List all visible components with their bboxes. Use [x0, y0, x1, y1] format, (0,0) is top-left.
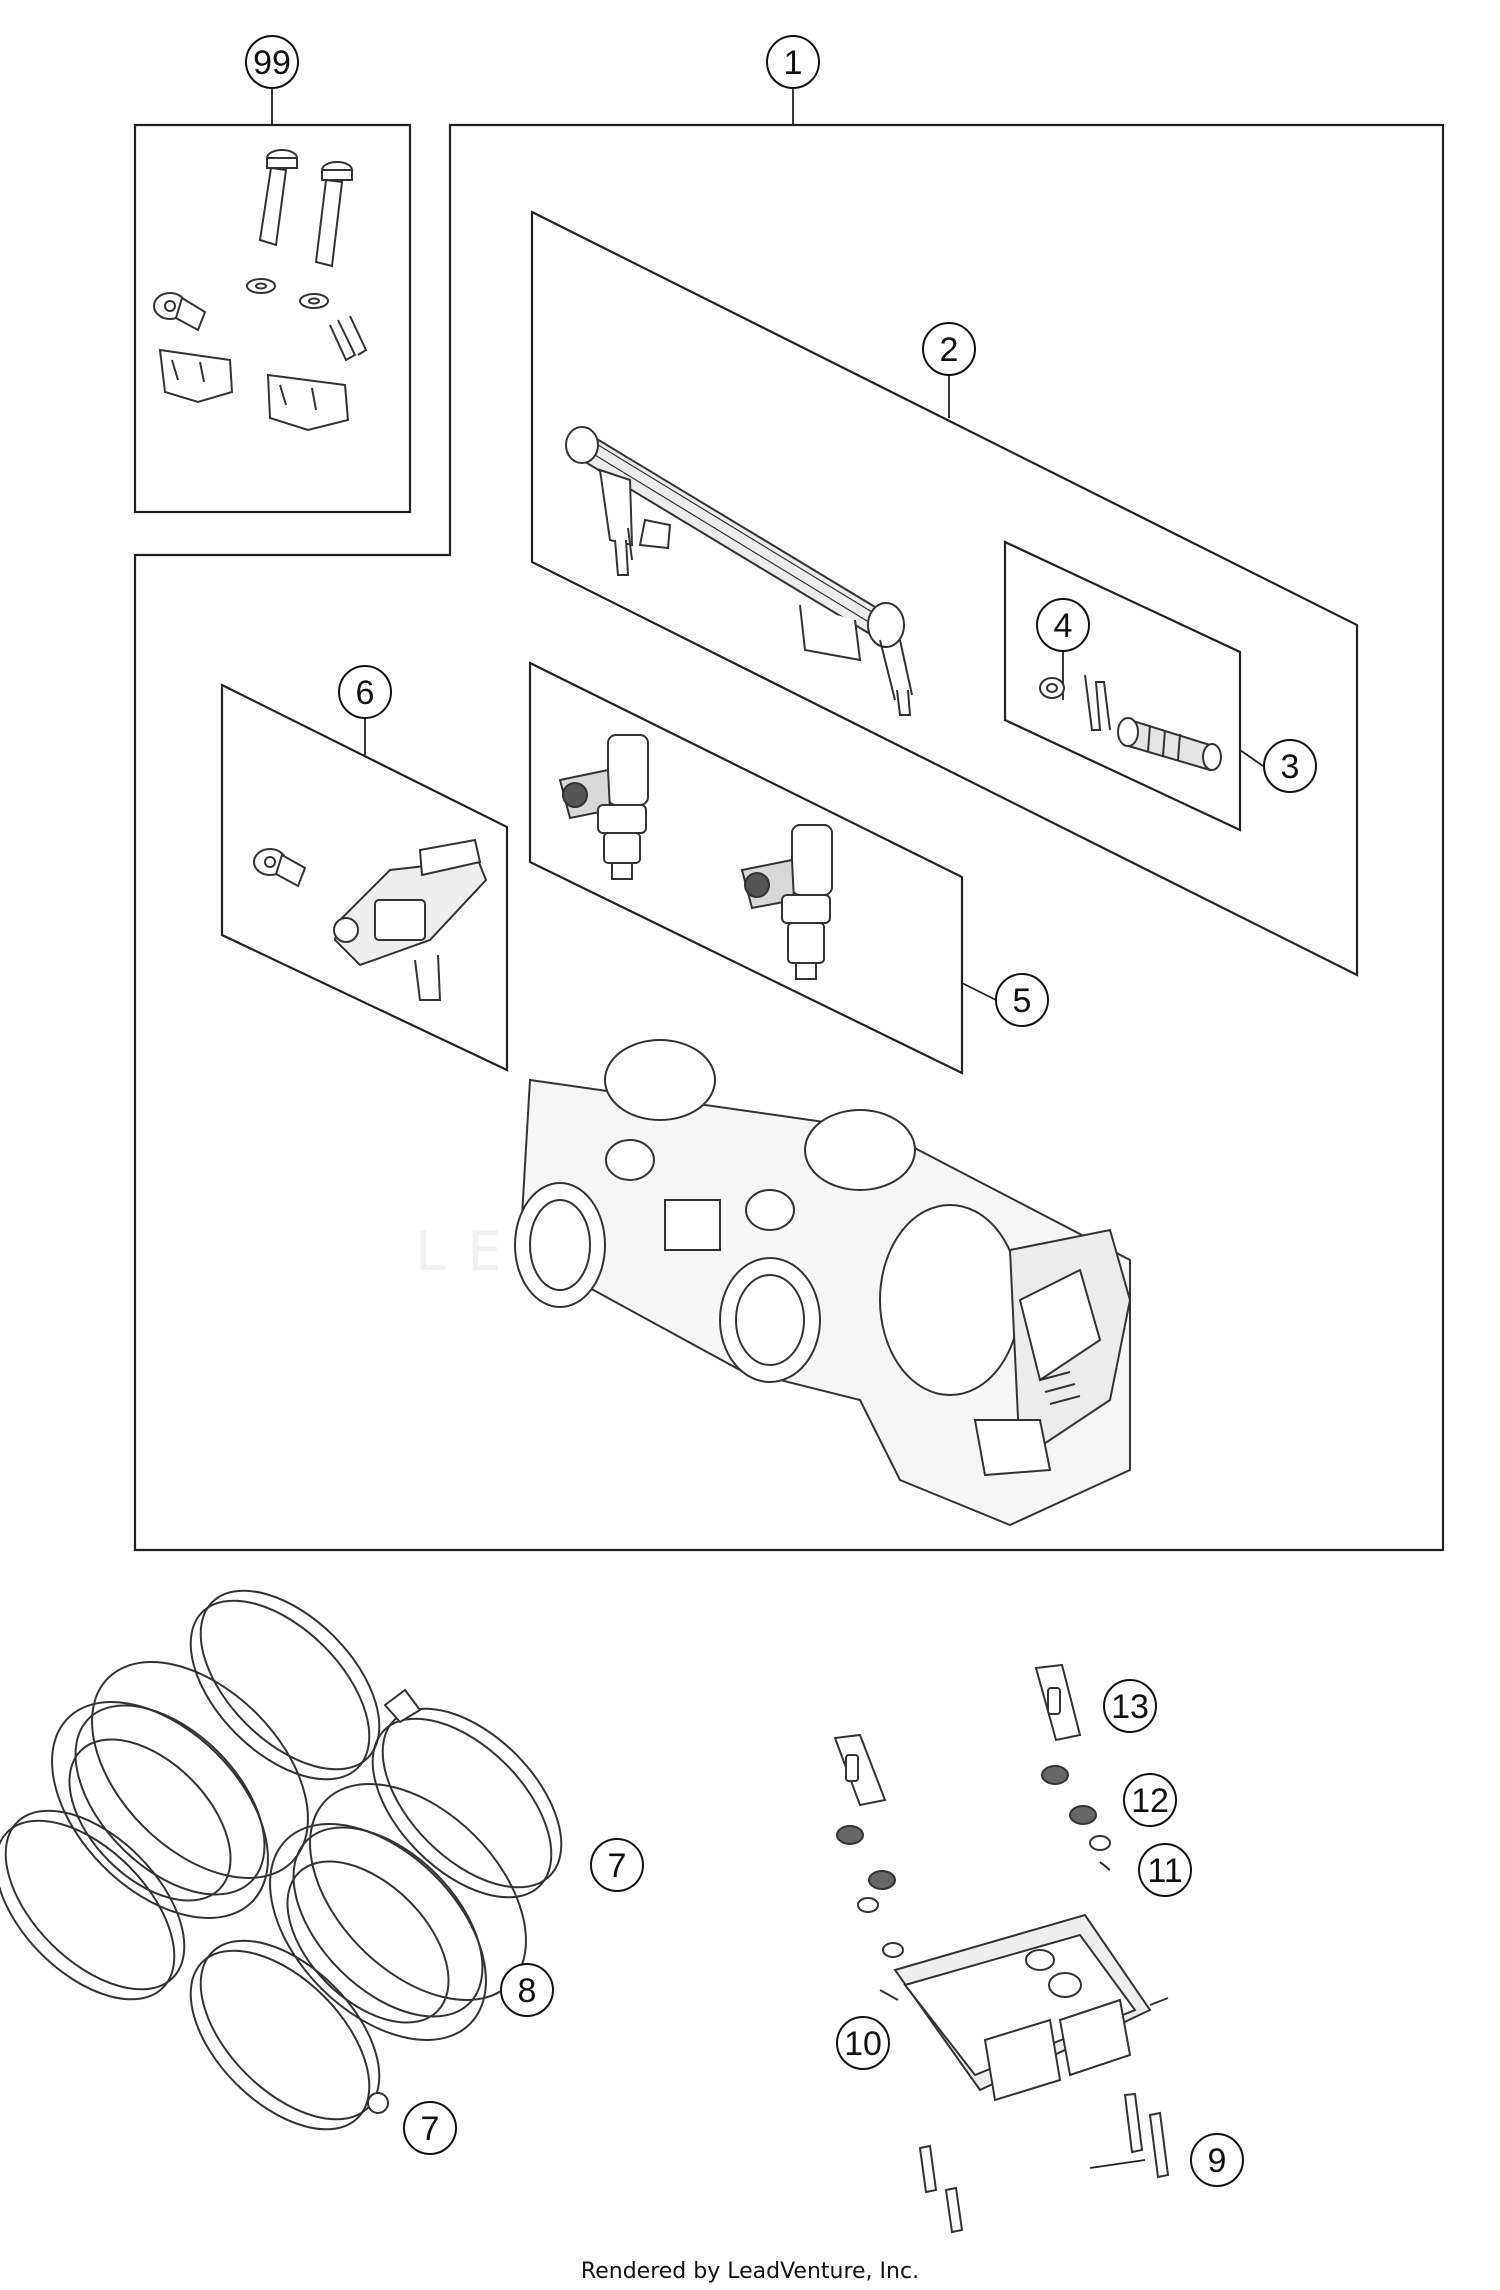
callout-5-label: 5: [1013, 982, 1032, 1020]
clamp-icon: [371, 1688, 563, 1899]
callout-99-label: 99: [253, 44, 291, 82]
nut-icon: [299, 293, 329, 309]
injectors-5-frame: [528, 661, 964, 1075]
callout-8[interactable]: 8: [500, 1963, 554, 2017]
fuel-rail-2-frame: [530, 210, 1359, 977]
callout-10[interactable]: 10: [836, 2016, 890, 2070]
injectors-drawing: [558, 734, 833, 980]
callout-2-label: 2: [940, 331, 959, 369]
callout-6[interactable]: 6: [338, 665, 392, 719]
callout-4[interactable]: 4: [1036, 598, 1090, 652]
clamp-icon: [189, 1939, 389, 2131]
screw-icon: [253, 848, 307, 888]
grommet-icon: [836, 1765, 1097, 1890]
bracket-icon: [158, 348, 234, 404]
callout-13[interactable]: 13: [1103, 1679, 1157, 1733]
callout-9[interactable]: 9: [1190, 2133, 1244, 2187]
callout-2[interactable]: 2: [922, 322, 976, 376]
bracket-icon: [266, 373, 350, 432]
ecu-drawing: [833, 1663, 1170, 2234]
rubber-strap-icon: [1034, 1663, 1082, 1742]
callout-6-label: 6: [356, 674, 375, 712]
callout-8-label: 8: [518, 1972, 537, 2010]
pressure-sensor-icon: [333, 838, 488, 1001]
fuel-rail-drawing: [565, 426, 913, 716]
callout-3[interactable]: 3: [1263, 739, 1317, 793]
hose-fitting-icon: [1117, 717, 1222, 772]
retaining-clip-icon: [1084, 674, 1111, 731]
callout-7-upper[interactable]: 7: [590, 1838, 644, 1892]
assembly-1-frame: [133, 123, 1445, 1552]
footer-credit: Rendered by LeadVenture, Inc.: [580, 2259, 920, 2284]
callout-13-label: 13: [1111, 1688, 1149, 1726]
washer-icon: [1039, 677, 1065, 699]
ecu-unit-icon: [879, 1913, 1169, 2102]
kit-99-parts: [153, 149, 368, 432]
clamp-icon: [0, 1809, 186, 2001]
callout-12[interactable]: 12: [1123, 1773, 1177, 1827]
callout-5[interactable]: 5: [995, 973, 1049, 1027]
callout-11[interactable]: 11: [1138, 1843, 1192, 1897]
nut-icon: [246, 278, 276, 294]
fitting-drawing: [1039, 674, 1222, 772]
callout-11-label: 11: [1147, 1852, 1182, 1890]
clip-icon: [329, 315, 368, 362]
frame-group: [133, 123, 1445, 1552]
hose-fitting-3-frame: [1003, 540, 1242, 832]
bushing-icon: [857, 1835, 1111, 1958]
callout-10-label: 10: [844, 2025, 882, 2063]
injector-icon: [558, 734, 649, 880]
screw-icon: [153, 292, 207, 332]
clamps-and-boots-drawing: [0, 1589, 563, 2131]
kit-99-frame: [133, 123, 412, 514]
intake-boot-icon: [51, 1661, 309, 1919]
callout-99[interactable]: 99: [245, 35, 299, 89]
callout-7-lower[interactable]: 7: [403, 2101, 457, 2155]
callout-4-label: 4: [1054, 607, 1073, 645]
throttle-body-drawing: [514, 1039, 1132, 1527]
callout-3-label: 3: [1281, 748, 1300, 786]
sensor-drawing: [253, 838, 488, 1001]
bolt-icon: [258, 149, 298, 247]
bolt-icon: [314, 161, 353, 268]
callout-7-lower-label: 7: [421, 2110, 440, 2148]
bolt-icon: [918, 2092, 1170, 2234]
injector-icon: [740, 824, 833, 980]
callout-1[interactable]: 1: [766, 35, 820, 89]
rubber-strap-icon: [833, 1733, 887, 1807]
callout-12-label: 12: [1131, 1782, 1169, 1820]
clamp-icon: [189, 1589, 381, 1781]
sensor-6-frame: [220, 683, 509, 1072]
callout-1-label: 1: [784, 44, 803, 82]
callout-7-upper-label: 7: [608, 1847, 627, 1885]
intake-boot-icon: [269, 1783, 527, 2041]
callout-9-label: 9: [1208, 2142, 1227, 2180]
